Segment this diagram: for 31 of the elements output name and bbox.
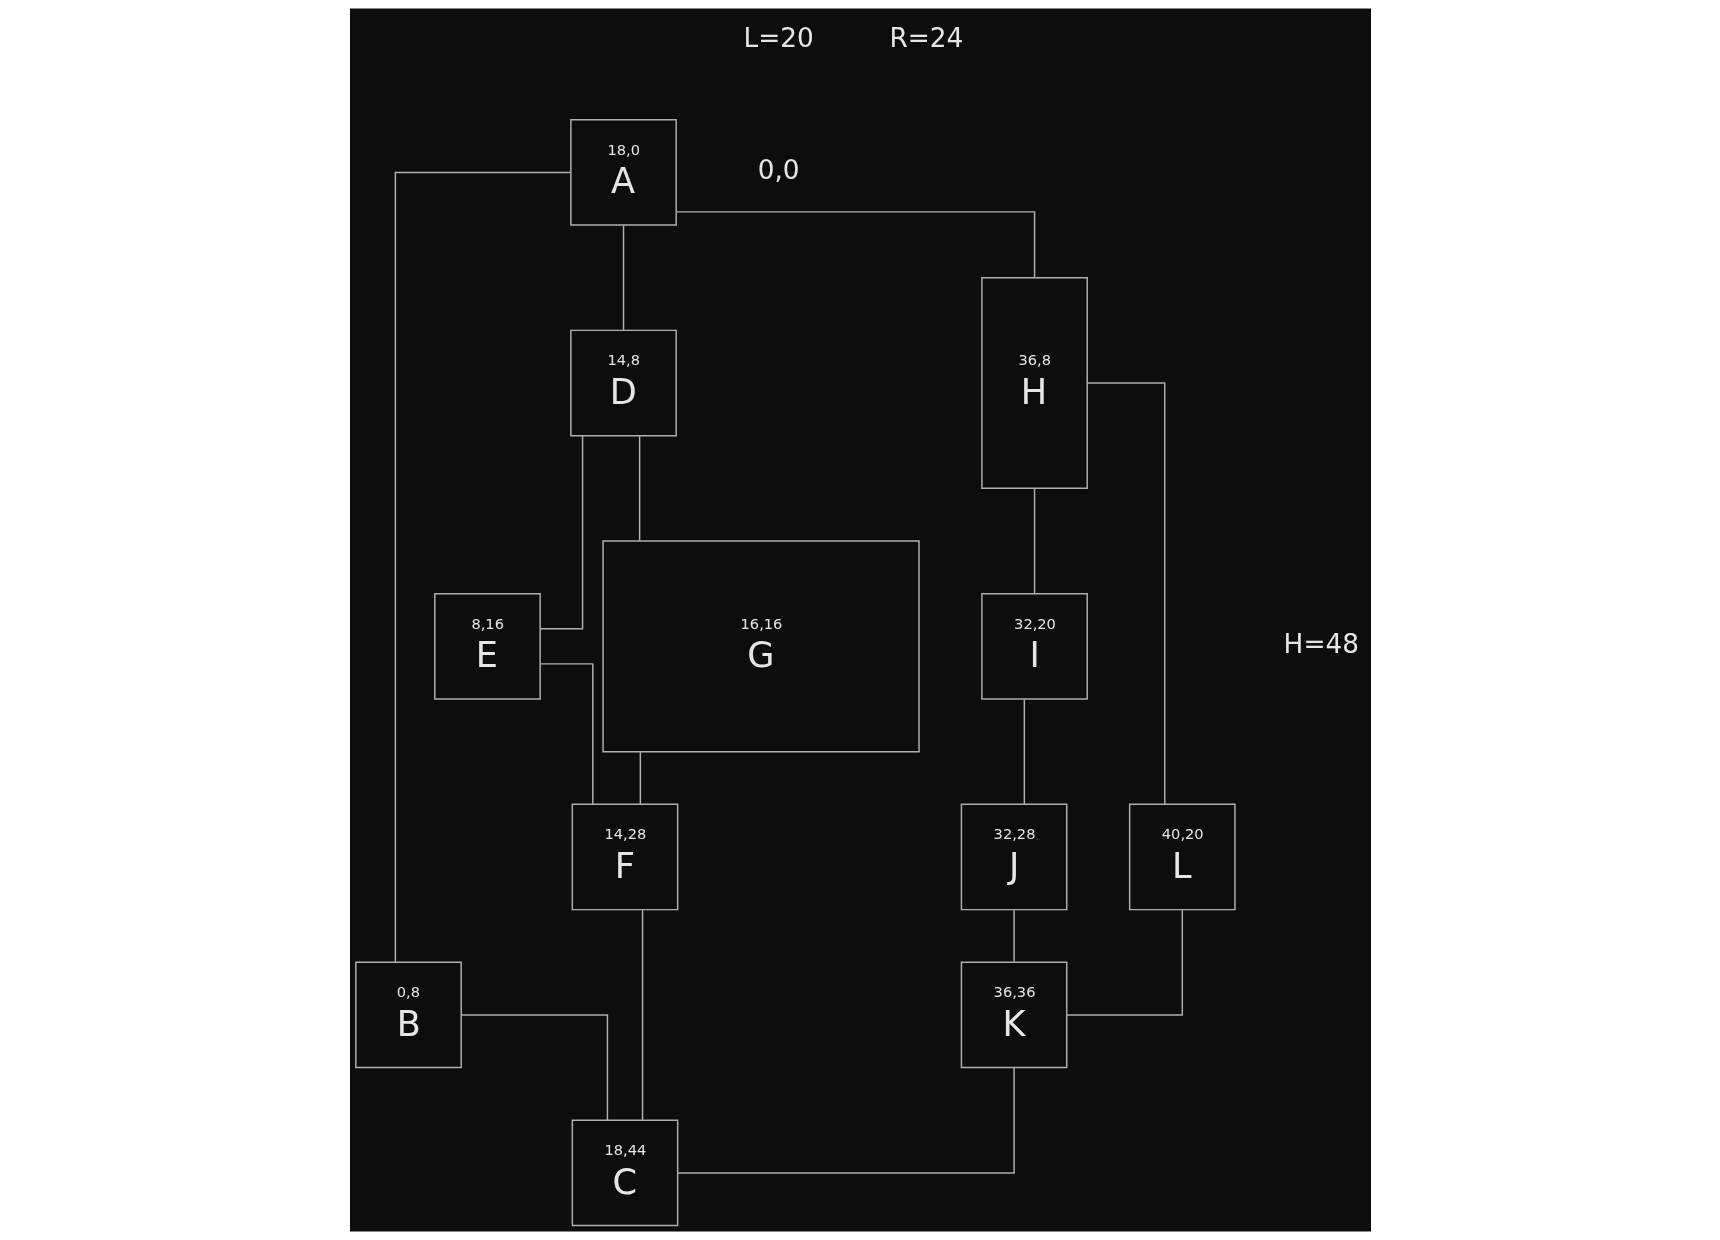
connector: [1065, 909, 1183, 1016]
label: 0,0: [757, 154, 800, 185]
connector: [539, 663, 594, 805]
node-box: 36,8 H: [980, 277, 1088, 490]
node-box: 32,20 I: [980, 592, 1088, 700]
node-box: 36,36 K: [960, 961, 1067, 1069]
label: L=20: [742, 23, 814, 54]
label: H=48: [1283, 628, 1359, 659]
node-box: 18,0 A: [569, 119, 677, 226]
connector: [639, 751, 641, 805]
connector: [641, 909, 643, 1121]
connector: [1023, 698, 1025, 805]
node-box: 0,8 B: [354, 961, 462, 1069]
connector: [638, 435, 640, 542]
connector: [1086, 382, 1165, 805]
node-box: 18,44 C: [571, 1119, 678, 1227]
connector: [675, 211, 1035, 279]
node-box: 8,16 E: [433, 592, 541, 700]
connector: [1033, 487, 1035, 595]
connector: [539, 435, 583, 630]
node-box: 14,8 D: [569, 329, 677, 437]
connector: [460, 1014, 608, 1121]
connector: [1012, 909, 1015, 963]
connector: [394, 171, 571, 963]
node-box: 16,16 G: [601, 540, 920, 753]
connector: [676, 1067, 1015, 1174]
node-box: 32,28 J: [960, 803, 1067, 911]
label: R=24: [888, 23, 963, 54]
node-box: 14,28 F: [571, 803, 678, 911]
node-box: 40,20 L: [1128, 803, 1236, 911]
connector: [622, 224, 624, 331]
